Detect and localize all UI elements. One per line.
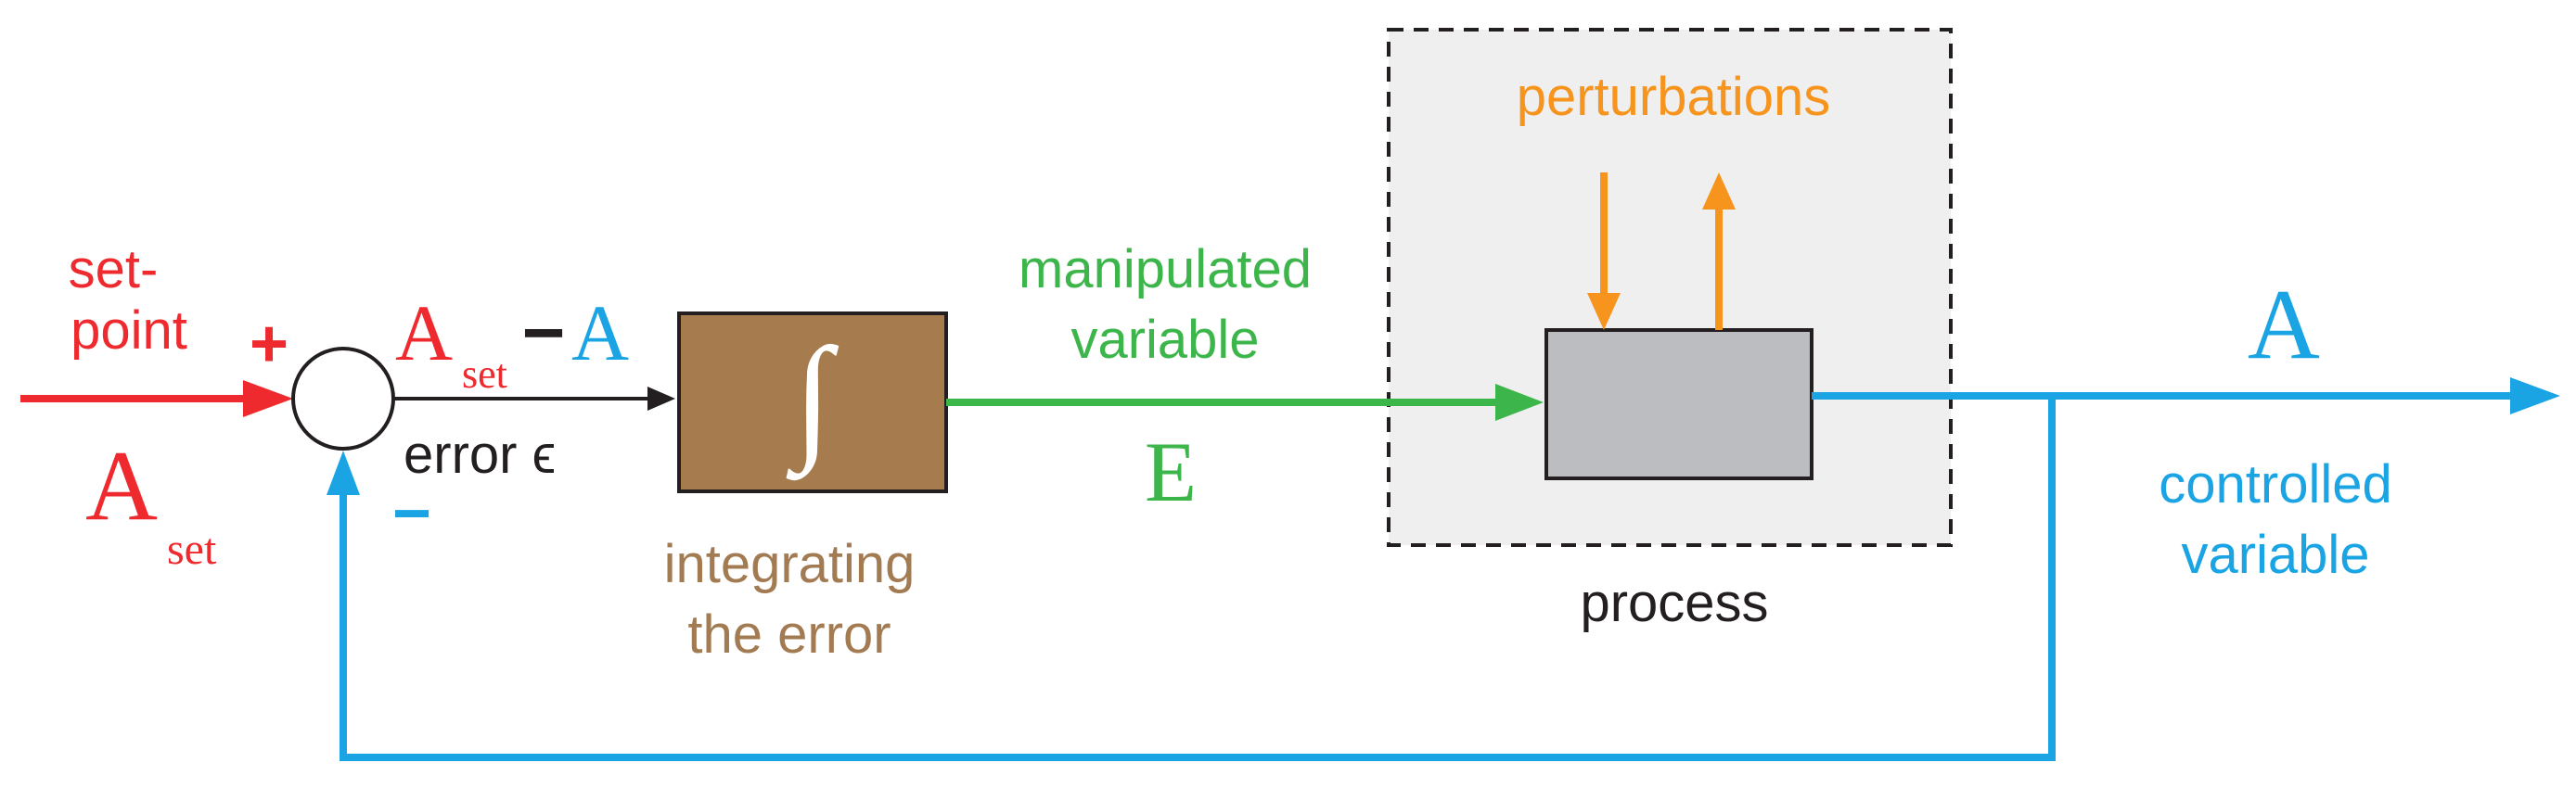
plus-sign: + [250,307,288,381]
diff-minus: − [522,291,566,374]
perturbation-up-arrowhead [1702,172,1736,210]
output-arrowhead [2510,377,2560,414]
process-label: process [1580,573,1768,633]
error-label: error ϵ [404,425,556,485]
perturbation-down-arrowhead [1587,293,1621,330]
diff-a-label: A [571,288,629,377]
feedback-loop [340,396,2056,761]
perturbations-label: perturbations [1517,67,1831,127]
summing-junction-icon [291,347,395,451]
manipulated-arrowhead [1495,384,1544,421]
error-arrowhead [647,387,675,411]
e-symbol: E [1145,425,1197,519]
integral-symbol: ∫ [786,320,839,481]
controlled-label-line1: controlled [2159,454,2391,515]
diff-a-set-subscript: set [462,351,507,397]
integrating-label-line1: integrating [664,534,916,594]
setpoint-label-line1: set- [69,239,159,299]
output-a-label: A [2248,270,2320,380]
manipulated-label-line2: variable [1070,310,1259,370]
controlled-label-line2: variable [2181,525,2369,585]
a-set-subscript: set [167,525,217,574]
manipulated-label-line1: manipulated [1019,239,1312,299]
setpoint-arrowhead [243,380,293,417]
process-block [1544,328,1813,480]
diff-a-set-label: A [395,288,453,377]
a-set-label: A [85,431,158,541]
integrator-block [677,311,948,493]
feedback-arrowhead [327,451,360,495]
minus-sign: − [392,477,431,551]
integrating-label-line2: the error [687,604,891,665]
setpoint-label-line2: point [70,300,187,361]
